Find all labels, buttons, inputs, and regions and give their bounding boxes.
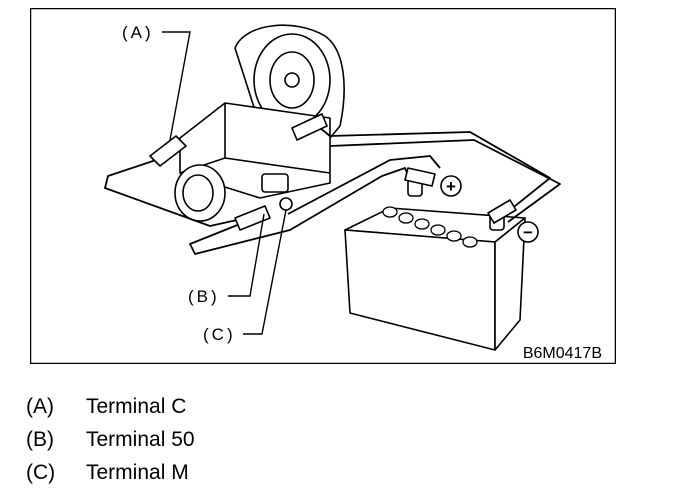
terminal-50-lead-return: [287, 155, 441, 215]
legend-text: Terminal M: [86, 461, 189, 484]
legend-item: (C) Terminal M: [26, 456, 195, 489]
legend-text: Terminal 50: [86, 428, 195, 451]
figure-frame: [30, 8, 616, 364]
battery-side: [494, 217, 526, 351]
legend-item: (B) Terminal 50: [26, 423, 195, 456]
figure-code: B6M0417B: [523, 345, 602, 362]
legend-key: (A): [26, 395, 54, 418]
callout-a: (A): [122, 23, 154, 42]
clip-starter-body: [291, 113, 328, 141]
wire-clips: [149, 113, 517, 231]
terminal-m-nut: [279, 197, 293, 211]
leader-b: [228, 213, 265, 297]
terminal-50-lead: [189, 167, 411, 255]
callout-leaders: [162, 31, 287, 335]
starter-test-diagram: + − (A) (B): [30, 8, 616, 364]
clip-terminal-50: [234, 205, 271, 231]
starter-motor: [174, 24, 345, 222]
battery-front: [344, 229, 496, 351]
negative-terminal-sign: −: [517, 221, 539, 243]
legend-key: (C): [26, 461, 56, 484]
terminal-c-lead: [104, 157, 256, 227]
terminal-legend: (A) Terminal C (B) Terminal 50 (C) Terminal…: [26, 390, 195, 489]
legend-item: (A) Terminal C: [26, 390, 195, 423]
starter-terminal-block: [261, 173, 289, 193]
svg-text:+: +: [446, 177, 456, 196]
diagram-canvas: + − (A) (B): [30, 8, 616, 364]
battery: [344, 177, 526, 351]
callout-b: (B): [188, 287, 220, 306]
legend-key: (B): [26, 428, 54, 451]
leader-c: [243, 209, 287, 335]
callout-c: (C): [203, 325, 236, 344]
clip-battery-positive: [404, 167, 436, 187]
ground-lead-outer: [329, 139, 561, 223]
clip-battery-negative: [487, 199, 517, 224]
clip-terminal-c: [149, 135, 187, 167]
test-wires: [104, 127, 561, 255]
svg-text:−: −: [523, 223, 533, 242]
legend-text: Terminal C: [86, 395, 187, 418]
ground-lead: [319, 127, 551, 219]
battery-cell-caps: [382, 206, 478, 248]
leader-a: [162, 31, 191, 141]
starter-motor-end-cap: [182, 174, 214, 212]
pinion-gear: [284, 72, 300, 88]
magnetic-switch-seam: [224, 157, 331, 174]
positive-terminal-sign: +: [440, 175, 462, 197]
